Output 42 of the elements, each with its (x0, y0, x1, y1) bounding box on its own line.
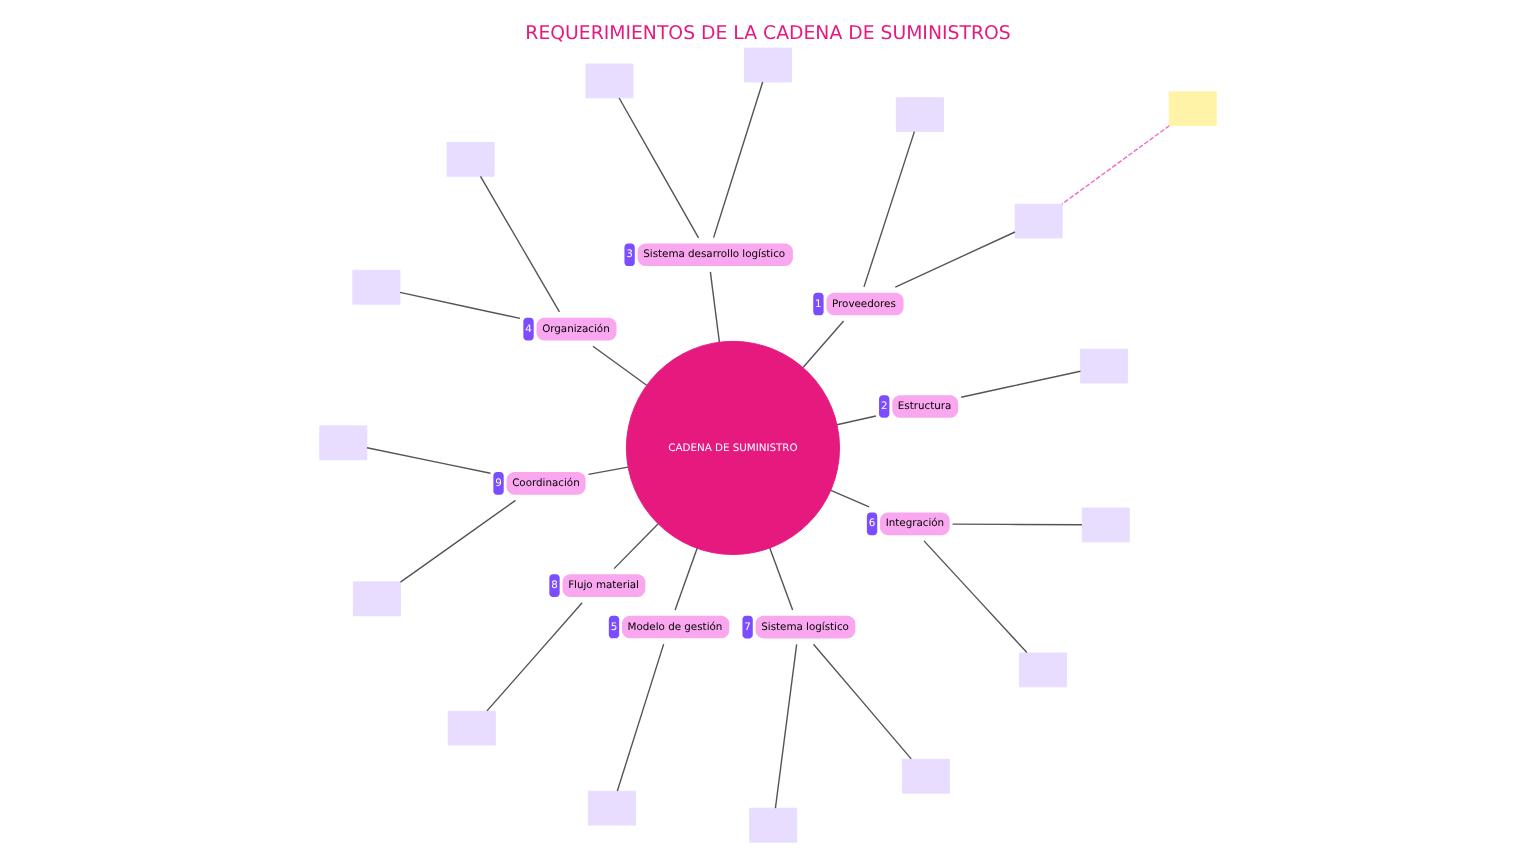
connector (712, 81, 764, 239)
connector (366, 447, 492, 474)
connector (674, 547, 698, 611)
connector (812, 643, 912, 760)
node-box (749, 807, 798, 843)
connector (769, 547, 794, 611)
connector (830, 489, 870, 508)
node-box (1018, 652, 1067, 688)
connector (587, 466, 629, 476)
node-box (744, 47, 793, 83)
connector (1061, 125, 1170, 205)
connector (863, 130, 916, 288)
node-box (1168, 91, 1217, 127)
connector (923, 540, 1028, 654)
diagram-title: REQUERIMIENTOS DE LA CADENA DE SUMINISTROS (525, 22, 1011, 45)
connector (836, 415, 877, 426)
node-box (895, 97, 944, 133)
connector (709, 271, 721, 344)
connector (486, 602, 583, 712)
node-box (319, 425, 368, 461)
connector (399, 291, 521, 320)
node-box (1081, 507, 1130, 543)
node-box (585, 63, 634, 99)
connector (894, 231, 1016, 288)
connector (592, 345, 648, 386)
node-box (1014, 203, 1063, 239)
connector (960, 370, 1082, 398)
node-box (447, 710, 496, 746)
connector (774, 643, 798, 809)
node-box (587, 790, 636, 826)
connector (616, 643, 665, 792)
node-box (446, 141, 495, 177)
connector (802, 320, 845, 369)
connector (399, 499, 517, 583)
node-box (1080, 348, 1129, 384)
node-box (902, 758, 950, 794)
connector (613, 523, 659, 570)
connector (479, 175, 561, 313)
node-box (352, 269, 401, 305)
connector (618, 97, 700, 239)
connector (951, 523, 1083, 526)
node-box (352, 581, 401, 617)
